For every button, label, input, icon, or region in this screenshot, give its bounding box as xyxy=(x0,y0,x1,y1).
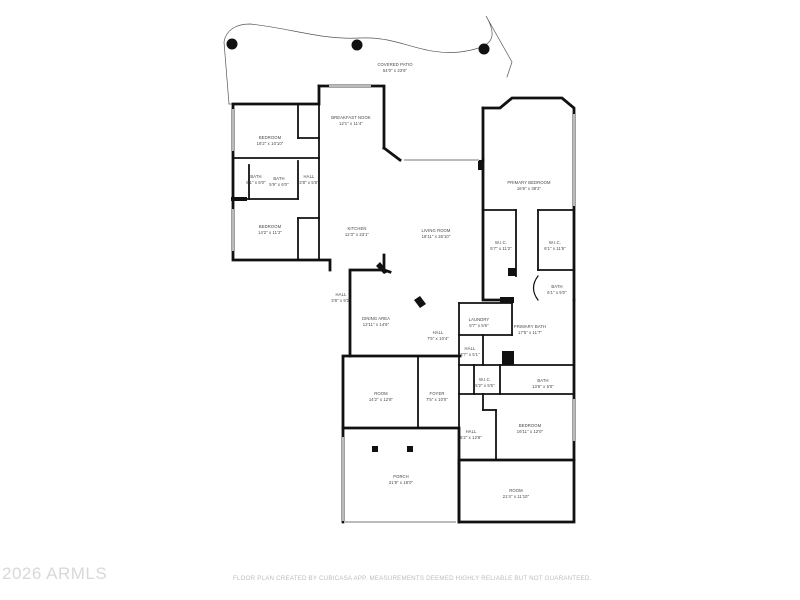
room-label-bath-1: BATH 6'1" x 6'0" xyxy=(246,174,265,185)
room-label-room-2: ROOM 21'4" x 11'10" xyxy=(503,488,529,499)
room-label-living-room: LIVING ROOM 18'11" x 26'10" xyxy=(421,228,450,239)
room-dims: 14'2" x 11'2" xyxy=(258,229,282,235)
room-label-primary-bath: PRIMARY BATH 17'5" x 11'7" xyxy=(514,324,546,335)
room-dims: 5'7" x 11'2" xyxy=(490,245,512,251)
room-name: BREAKFAST NOOK xyxy=(331,115,371,120)
room-label-hall-2: HALL 3'8" x 9'2" xyxy=(331,292,350,303)
room-dims: 12'3" x 23'1" xyxy=(344,231,370,237)
room-name: BATH xyxy=(537,378,549,383)
room-label-foyer: FOYER 7'5" x 10'0" xyxy=(426,391,448,402)
room-name: BATH xyxy=(551,284,563,289)
room-dims: 6'1" x 6'0" xyxy=(246,179,266,185)
room-name: KITCHEN xyxy=(347,226,367,231)
room-label-wic-1: W.I.C. 5'7" x 11'2" xyxy=(490,240,512,251)
room-name: PRIMARY BEDROOM xyxy=(507,180,551,185)
room-name: PRIMARY BATH xyxy=(513,324,547,329)
room-name: BATH xyxy=(273,176,285,181)
room-dims: 5'9" x 6'0" xyxy=(269,181,289,187)
room-label-bath-4: BATH 13'6" x 5'0" xyxy=(532,378,554,389)
room-label-room-1: ROOM 14'2" x 12'8" xyxy=(369,391,393,402)
room-dims: 3'7" x 5'1" xyxy=(460,351,480,357)
covered-patio-outline xyxy=(223,15,513,105)
armls-watermark: 2026 ARMLS xyxy=(2,564,108,583)
room-label-primary-bedroom: PRIMARY BEDROOM 16'6" x 38'2" xyxy=(507,180,550,191)
room-label-breakfast-nook: BREAKFAST NOOK 12'1" x 11'4" xyxy=(331,115,371,126)
room-label-porch: PORCH 21'9" x 18'0" xyxy=(389,474,413,485)
room-label-covered-patio: COVERED PATIO 54'0" x 23'6" xyxy=(377,62,412,73)
room-label-wic-2: W.I.C. 6'1" x 11'5" xyxy=(544,240,566,251)
room-label-bedroom-nw: BEDROOM 16'2" x 10'10" xyxy=(257,135,284,146)
room-name: ROOM xyxy=(374,391,388,396)
room-name: W.I.C. xyxy=(478,377,491,382)
room-dims: 16'2" x 10'10" xyxy=(256,140,284,146)
room-name: BEDROOM xyxy=(258,135,282,140)
room-label-bedroom-se: BEDROOM 16'11" x 12'0" xyxy=(517,423,543,434)
room-label-hall-5: HALL 6'2" x 12'8" xyxy=(460,429,482,440)
room-dims: 18'11" x 26'10" xyxy=(421,233,451,239)
room-dims: 54'0" x 23'6" xyxy=(382,67,408,73)
room-name: BATH xyxy=(250,174,262,179)
room-dims: 6'1" x 5'0" xyxy=(547,289,567,295)
room-name: BEDROOM xyxy=(518,423,542,428)
room-dims: 7'5" x 10'0" xyxy=(426,396,448,402)
room-name: ROOM xyxy=(509,488,523,493)
room-name: HALL xyxy=(335,292,347,297)
room-name: W.I.C. xyxy=(495,240,507,245)
room-label-hall-4: HALL 3'7" x 5'1" xyxy=(460,346,479,357)
room-name: HALL xyxy=(464,346,476,351)
room-name: W.I.C. xyxy=(549,240,561,245)
room-dims: 5'2" x 5'5" xyxy=(475,382,495,388)
room-dims: 13'6" x 5'0" xyxy=(532,383,554,389)
room-label-laundry: LAUNDRY 9'7" x 5'6" xyxy=(469,317,490,328)
room-label-hall-3: HALL 7'5" x 10'4" xyxy=(427,330,449,341)
room-dims: 12'11" x 14'6" xyxy=(362,321,390,327)
room-dims: 17'5" x 11'7" xyxy=(518,329,542,335)
room-label-hall-1: HALL 3'8" x 5'8" xyxy=(299,174,318,185)
room-name: HALL xyxy=(432,330,444,335)
room-label-bath-3: BATH 6'1" x 5'0" xyxy=(547,284,566,295)
room-name: LIVING ROOM xyxy=(421,228,451,233)
room-label-wic-3: W.I.C. 5'2" x 5'5" xyxy=(475,377,494,388)
room-dims: 6'2" x 12'8" xyxy=(460,434,482,440)
room-label-dining-area: DINING AREA 12'11" x 14'6" xyxy=(362,316,390,327)
room-name: COVERED PATIO xyxy=(377,62,413,67)
room-dims: 16'11" x 12'0" xyxy=(516,428,544,434)
room-dims: 14'2" x 12'8" xyxy=(368,396,394,402)
room-dims: 3'8" x 5'8" xyxy=(299,179,319,185)
room-dims: 21'4" x 11'10" xyxy=(502,493,530,499)
room-dims: 3'8" x 9'2" xyxy=(331,297,351,303)
room-dims: 12'1" x 11'4" xyxy=(339,120,363,126)
room-name: HALL xyxy=(303,174,315,179)
room-name: HALL xyxy=(465,429,477,434)
room-name: PORCH xyxy=(393,474,409,479)
cubicasa-disclaimer: FLOOR PLAN CREATED BY CUBICASA APP. MEAS… xyxy=(233,575,592,582)
room-name: DINING AREA xyxy=(361,316,391,321)
room-label-bath-2: BATH 5'9" x 6'0" xyxy=(269,176,288,187)
room-name: LAUNDRY xyxy=(468,317,490,322)
room-name: BEDROOM xyxy=(258,224,282,229)
room-dims: 21'9" x 18'0" xyxy=(388,479,414,485)
room-name: FOYER xyxy=(429,391,445,396)
room-dims: 16'6" x 38'2" xyxy=(516,185,542,191)
room-dims: 6'1" x 11'5" xyxy=(544,245,566,251)
room-label-bedroom-w: BEDROOM 14'2" x 11'2" xyxy=(258,224,282,235)
room-dims: 7'5" x 10'4" xyxy=(427,335,449,341)
room-label-kitchen: KITCHEN 12'3" x 23'1" xyxy=(345,226,369,237)
room-dims: 9'7" x 5'6" xyxy=(469,322,489,328)
